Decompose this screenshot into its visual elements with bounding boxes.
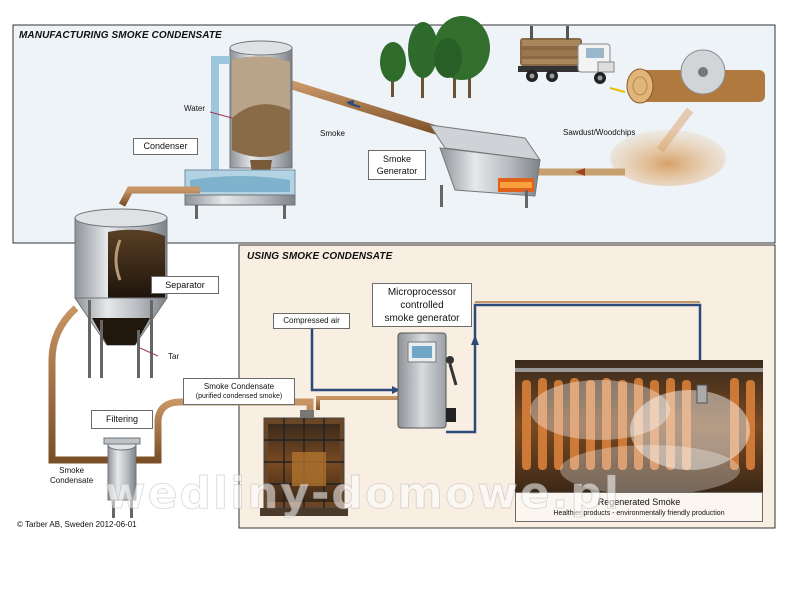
smokehouse-photo — [515, 360, 763, 495]
smoke-pipe — [287, 80, 457, 140]
filtering-label-text: Filtering — [105, 414, 138, 424]
condenser-label: Condenser — [133, 138, 198, 155]
condensate-tank — [260, 410, 348, 516]
microprocessor-label-line3: smoke generator — [384, 313, 460, 324]
regenerated-smoke-caption: Regenerated Smoke Healthier products - e… — [515, 492, 763, 522]
smoke-label: Smoke — [320, 129, 345, 138]
log-truck-illustration — [518, 26, 615, 84]
smoke-condensate-left-line1: Smoke — [59, 466, 85, 475]
regenerated-smoke-line2: Healthier products - environmentally fri… — [553, 510, 725, 517]
tar-label: Tar — [168, 352, 180, 361]
compressed-air-label-text: Compressed air — [283, 316, 340, 325]
smoke-generator-label-line1: Smoke — [382, 154, 411, 164]
compressed-air-line — [310, 326, 398, 392]
microprocessor-label-line1: Microprocessor — [387, 287, 457, 298]
microprocessor-cabinet — [397, 332, 458, 429]
smoke-condensate-left-line2: Condensate — [50, 476, 94, 485]
condenser-tower — [184, 40, 296, 219]
smoke-generator-machine — [428, 124, 542, 208]
copyright-text: © Tarber AB, Sweden 2012-06-01 — [17, 520, 137, 529]
trees-illustration — [380, 16, 490, 98]
smoke-generator-label-line2: Generator — [376, 166, 418, 176]
smoke-condensate-box-line2: (purified condensed smoke) — [195, 393, 283, 400]
separator-tank — [74, 208, 168, 378]
water-label: Water — [184, 104, 206, 113]
log-saw-illustration — [609, 49, 765, 104]
sawdust-pile — [610, 130, 726, 186]
smoke-generator-label: Smoke Generator — [368, 150, 426, 180]
regenerated-smoke-line1: Regenerated Smoke — [597, 497, 681, 507]
condensate-pipe-2 — [48, 305, 108, 464]
separator-label-text: Separator — [165, 280, 205, 290]
smoke-condensate-box: Smoke Condensate (purified condensed smo… — [183, 378, 295, 405]
separator-label: Separator — [151, 276, 219, 294]
sawdust-label: Sawdust/Woodchips — [563, 128, 636, 137]
smoke-condensate-box-line1: Smoke Condensate — [203, 382, 275, 391]
condensate-pipe-1 — [118, 186, 200, 207]
compressed-air-label: Compressed air — [273, 313, 350, 329]
microprocessor-label: Microprocessor controlled smoke generato… — [372, 283, 472, 327]
filter-unit — [103, 437, 141, 518]
smoke-condensate-left-label: Smoke Condensate — [50, 466, 93, 486]
bottom-panel-title: USING SMOKE CONDENSATE — [247, 251, 393, 262]
top-panel-title: MANUFACTURING SMOKE CONDENSATE — [19, 30, 222, 41]
regenerated-smoke-line — [446, 303, 702, 434]
microprocessor-label-line2: controlled — [400, 300, 444, 311]
condensate-pipe-3 — [136, 398, 314, 464]
watermark: wedliny-domowe.pl — [104, 468, 622, 520]
filtering-label: Filtering — [91, 410, 153, 429]
condenser-label-text: Condenser — [143, 141, 188, 151]
